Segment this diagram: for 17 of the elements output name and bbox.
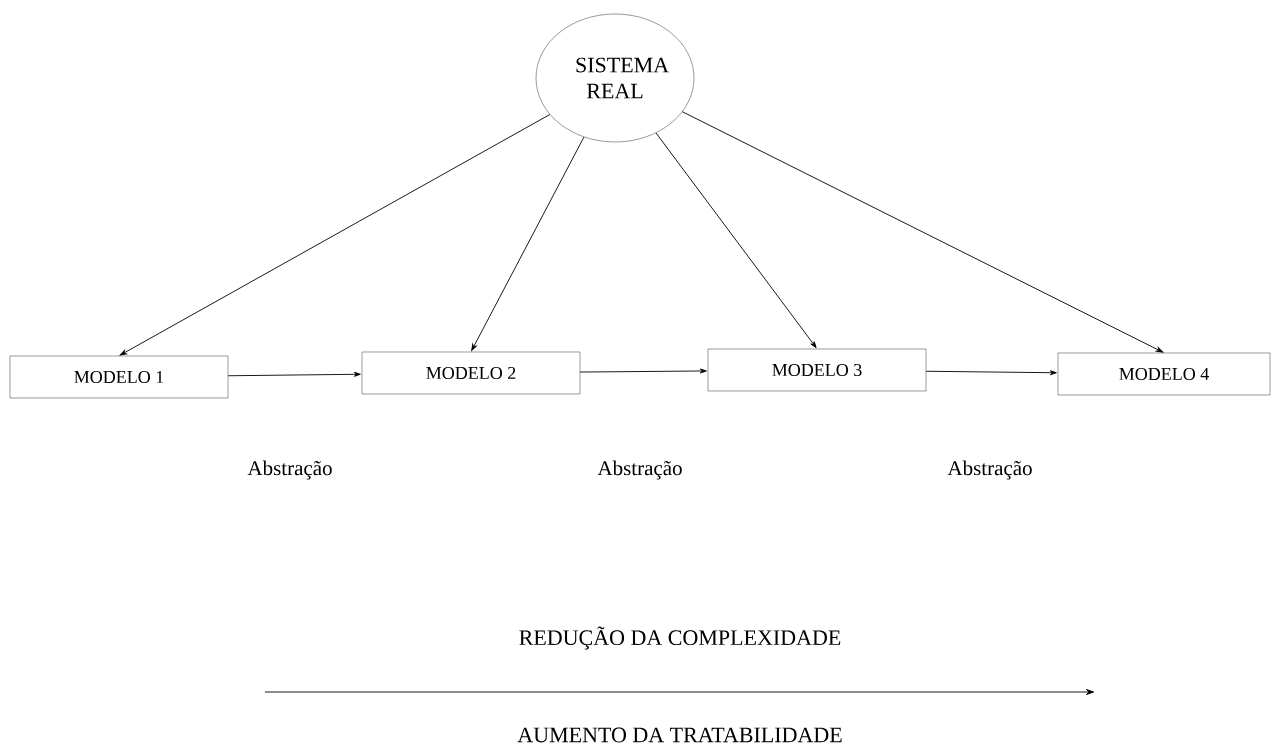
caption-text: AUMENTO DA TRATABILIDADE [517, 727, 842, 743]
model-box: MODELO 3 [707, 348, 927, 392]
model-box: MODELO 2 [361, 351, 581, 395]
arrow [925, 370, 1057, 376]
arrow [471, 136, 585, 351]
arrow [579, 368, 707, 374]
edge-label: Abstração [597, 460, 682, 480]
arrow [227, 371, 361, 377]
model-box: MODELO 4 [1057, 352, 1271, 396]
model-box: MODELO 1 [9, 355, 229, 399]
edge-label: Abstração [247, 460, 332, 480]
arrow [119, 114, 551, 356]
arrow [681, 111, 1164, 353]
caption-text: REDUÇÃO DA COMPLEXIDADE [519, 626, 841, 650]
edge-label: Abstração [947, 460, 1032, 480]
ellipse-node: SISTEMA REAL [535, 13, 695, 143]
arrow [655, 132, 817, 349]
